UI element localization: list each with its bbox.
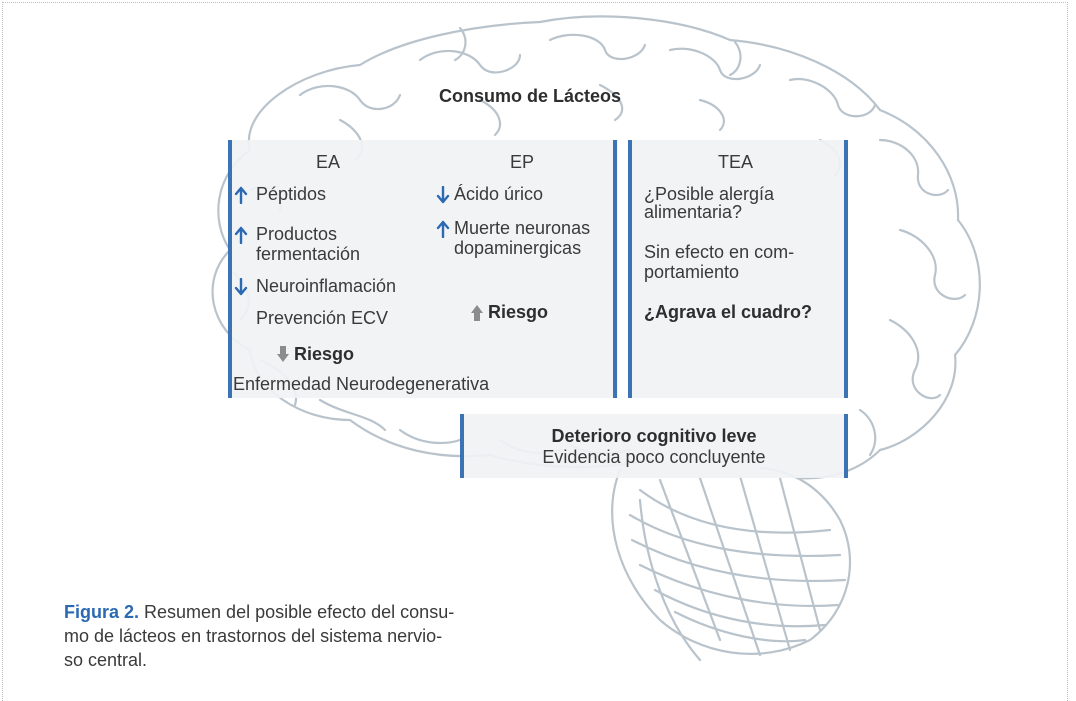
ea-footer: Enfermedad Neurodegenerativa	[233, 374, 490, 394]
ea-item-neuroinflamacion: Neuroinflamación	[256, 276, 397, 296]
tea-heading: TEA	[718, 152, 754, 172]
down-arrow-icon	[234, 278, 248, 296]
panel-mid-bar	[613, 140, 617, 398]
tea-left-bar	[628, 140, 632, 398]
caption-label: Figura 2.	[64, 602, 140, 622]
risk-down-arrow-icon	[277, 346, 289, 362]
tea-emphasis: ¿Agrava el cuadro?	[644, 302, 813, 322]
ea-item-productos: Productos	[256, 224, 338, 244]
up-arrow-icon	[234, 186, 248, 204]
tea-item-alergia-1: ¿Posible alergía	[644, 184, 775, 204]
mci-text: Evidencia poco concluyente	[542, 447, 766, 467]
ep-risk-label: Riesgo	[488, 302, 549, 322]
mci-heading: Deterioro cognitivo leve	[551, 426, 757, 446]
tea-item-alergia-2: alimentaria?	[644, 202, 743, 222]
ea-heading: EA	[316, 152, 341, 172]
ea-item-fermentacion: fermentación	[256, 244, 361, 264]
diagram-title: Consumo de Lácteos	[438, 86, 622, 106]
caption-line-3: so central.	[64, 650, 148, 670]
ea-risk-label: Riesgo	[294, 344, 355, 364]
ep-item-muerte: Muerte neuronas	[454, 218, 591, 238]
caption-line-2: mo de lácteos en trastornos del sistema …	[64, 626, 443, 646]
up-arrow-icon	[436, 220, 450, 238]
ep-heading: EP	[510, 152, 535, 172]
tea-panel	[628, 140, 848, 398]
panel-left-bar	[228, 140, 232, 398]
risk-up-arrow-icon	[471, 305, 483, 321]
tea-item-efecto-2: portamiento	[644, 262, 740, 282]
figure-caption: Figura 2. Resumen del posible efecto del…	[64, 600, 564, 672]
ep-item-acido-urico: Ácido úrico	[454, 184, 544, 204]
down-arrow-icon	[436, 186, 450, 204]
tea-right-bar	[844, 140, 848, 398]
ea-item-peptidos: Péptidos	[256, 184, 327, 204]
ep-item-dopaminergicas: dopaminergicas	[454, 238, 582, 258]
mci-right-bar	[844, 414, 848, 478]
caption-line-1: Resumen del posible efecto del consu-	[139, 602, 455, 622]
up-arrow-icon	[234, 226, 248, 244]
tea-item-efecto-1: Sin efecto en com-	[644, 242, 795, 262]
ea-item-prevencion: Prevención ECV	[256, 308, 389, 328]
mci-panel	[460, 414, 848, 478]
ea-ep-panel	[228, 140, 618, 398]
mci-left-bar	[460, 414, 464, 478]
